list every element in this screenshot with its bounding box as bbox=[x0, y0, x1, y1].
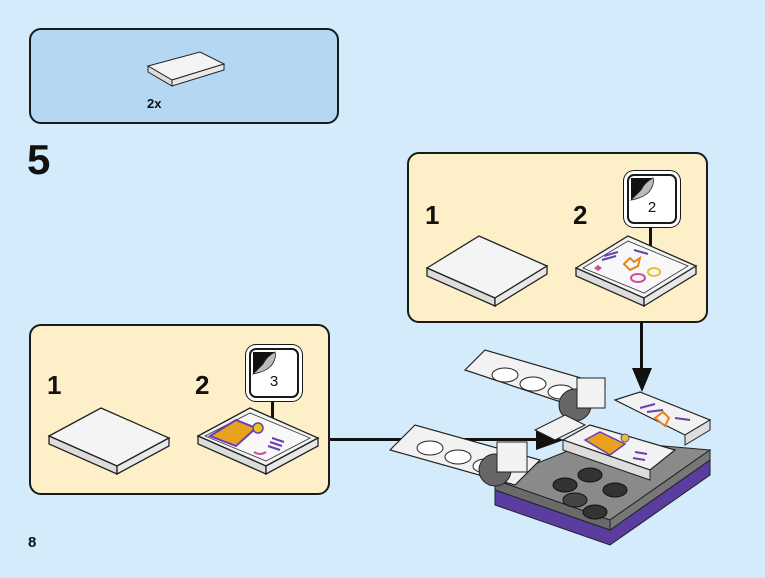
parts-list-box: 2x bbox=[29, 28, 339, 124]
sticker-leader-line bbox=[649, 227, 652, 251]
white-tile-icon bbox=[47, 407, 171, 476]
sticker-number: 2 bbox=[647, 199, 657, 216]
arrow-down-icon bbox=[632, 322, 652, 392]
substep-number: 2 bbox=[573, 200, 588, 230]
substep-number: 2 bbox=[195, 370, 210, 400]
sticker-badge: 2 bbox=[627, 174, 677, 224]
white-tile-icon bbox=[146, 51, 226, 87]
sticker-number: 3 bbox=[269, 373, 279, 390]
sticker-peel-icon bbox=[629, 177, 654, 201]
subassembly-box-top: 1 2 2 bbox=[407, 152, 708, 323]
subassembly-box-left: 1 2 3 bbox=[29, 324, 330, 495]
part-quantity: 2x bbox=[147, 96, 162, 111]
stickered-tile-icon bbox=[196, 407, 320, 476]
sticker-badge: 3 bbox=[249, 348, 299, 398]
step-number: 5 bbox=[27, 136, 51, 183]
dark-studs bbox=[552, 467, 628, 520]
white-tile-icon bbox=[425, 235, 549, 308]
model-assembly-illustration bbox=[388, 349, 712, 546]
stickered-tile-icon bbox=[574, 235, 698, 308]
sticker-peel-icon bbox=[251, 351, 276, 375]
substep-number: 1 bbox=[425, 200, 440, 230]
substep-number: 1 bbox=[47, 370, 62, 400]
sticker-leader-line bbox=[271, 401, 274, 427]
page-number: 8 bbox=[28, 534, 37, 551]
